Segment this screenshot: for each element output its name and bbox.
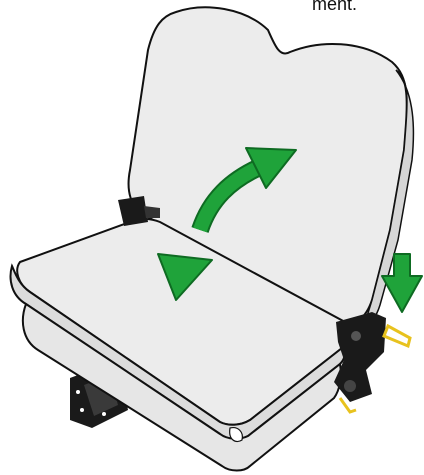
right-latch-mechanism [334,312,410,412]
